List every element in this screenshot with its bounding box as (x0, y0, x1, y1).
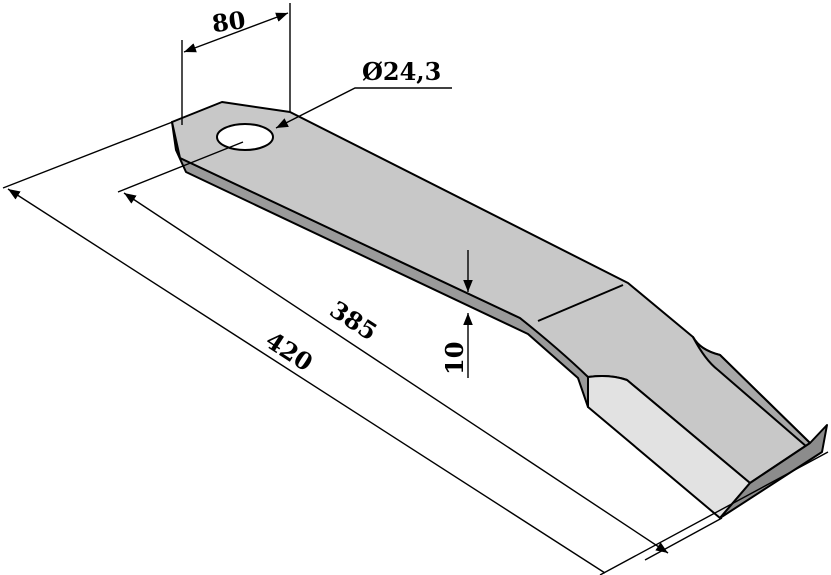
dim-10-label: 10 (440, 342, 469, 375)
dim-hole-leader (275, 87, 452, 129)
blade-top-face (171, 101, 811, 484)
blade-end (719, 424, 828, 519)
dim-80-line (183, 12, 289, 53)
dim-hole-label: Ø24,3 (362, 57, 441, 86)
dim-385-label: 385 (325, 295, 383, 347)
dimension-lines (2, 3, 829, 575)
blade (171, 101, 828, 519)
dim-385-line (123, 192, 669, 554)
dim-80-label: 80 (210, 5, 247, 38)
mounting-hole (216, 123, 274, 151)
